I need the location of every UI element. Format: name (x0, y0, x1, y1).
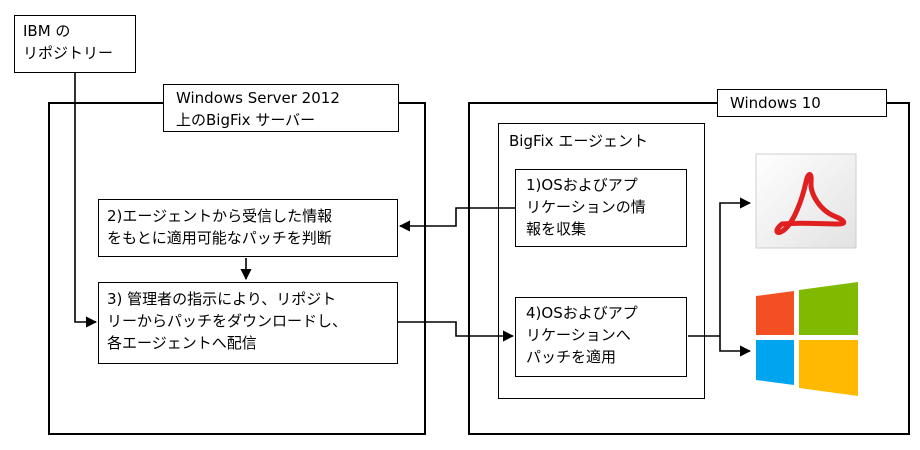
to-windows-arrow (719, 336, 752, 357)
server-title-box: Windows Server 2012 上のBigFix サーバー (163, 84, 399, 132)
agent-title: BigFix エージェント (509, 132, 649, 150)
adobe-acrobat-icon (755, 153, 857, 249)
step1-label: 1)OSおよびアプ リケーションの情 報を収集 (526, 176, 646, 238)
server-title: Windows Server 2012 上のBigFix サーバー (176, 89, 340, 129)
step4-label: 4)OSおよびアプ リケーションへ パッチを適用 (526, 304, 638, 366)
step1-to-step2-arrow (398, 207, 515, 232)
step3-to-step4-arrow (398, 321, 515, 342)
step1-box: 1)OSおよびアプ リケーションの情 報を収集 (515, 169, 687, 247)
ibm-repository-label: IBM の リポジトリー (23, 22, 114, 62)
ibm-repository-box: IBM の リポジトリー (14, 15, 136, 73)
agent-container: BigFix エージェント (498, 123, 705, 399)
client-title-box: Windows 10 (717, 89, 887, 117)
to-adobe-arrow (719, 197, 752, 336)
step2-label: 2)エージェントから受信した情報 をもとに適用可能なパッチを判断 (107, 207, 333, 247)
client-title: Windows 10 (730, 94, 821, 112)
step2-box: 2)エージェントから受信した情報 をもとに適用可能なパッチを判断 (98, 199, 398, 257)
server-container (48, 102, 426, 435)
step4-box: 4)OSおよびアプ リケーションへ パッチを適用 (515, 297, 687, 377)
step3-box: 3) 管理者の指示により、リポジト リーからパッチをダウンロードし、 各エージェ… (98, 282, 398, 364)
step3-label: 3) 管理者の指示により、リポジト リーからパッチをダウンロードし、 各エージェ… (107, 290, 348, 352)
windows-logo-icon (756, 282, 858, 396)
client-container (468, 102, 910, 435)
repo-to-step3-arrow (74, 72, 98, 328)
